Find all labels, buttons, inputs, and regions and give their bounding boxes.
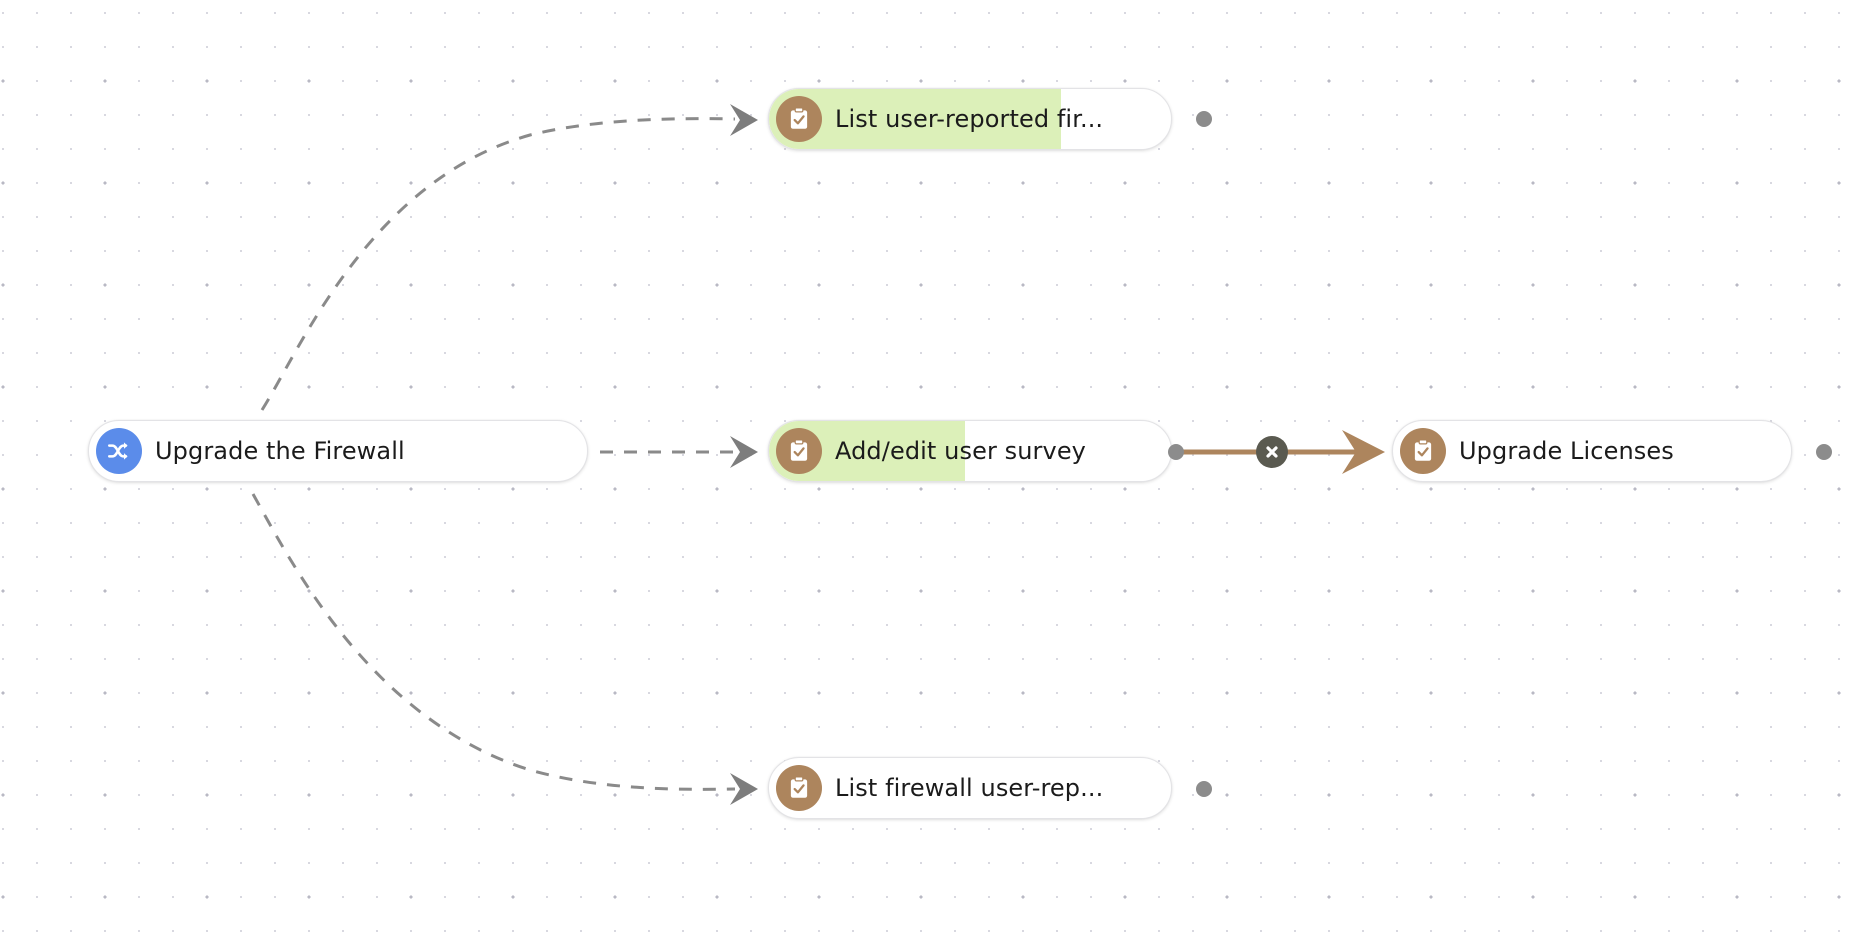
edge-add-edit-survey-to-upgrade-licenses-arrowhead (1342, 430, 1385, 474)
edge-firewall-to-list-firewall-user-rep-arrowhead (730, 773, 758, 805)
clipboard-check-icon (776, 96, 822, 142)
node-add-edit-user-survey[interactable]: Add/edit user survey (768, 420, 1172, 482)
node-label: List user-reported fir... (835, 105, 1104, 133)
clipboard-check-icon (1400, 428, 1446, 474)
node-list-firewall-user-rep[interactable]: List firewall user-rep... (768, 757, 1172, 819)
edge-firewall-to-list-user-reported-arrowhead (730, 104, 758, 136)
node-label: Upgrade the Firewall (155, 437, 405, 465)
node-label: List firewall user-rep... (835, 774, 1104, 802)
output-handle[interactable] (1168, 444, 1184, 460)
edge-delete-button[interactable] (1256, 436, 1288, 468)
node-upgrade-the-firewall[interactable]: Upgrade the Firewall (88, 420, 588, 482)
output-handle[interactable] (1196, 111, 1212, 127)
output-handle[interactable] (1816, 444, 1832, 460)
edge-firewall-to-list-user-reported[interactable] (260, 117, 736, 411)
node-list-user-reported-fir[interactable]: List user-reported fir... (768, 88, 1172, 150)
node-label: Upgrade Licenses (1459, 437, 1674, 465)
node-upgrade-licenses[interactable]: Upgrade Licenses (1392, 420, 1792, 482)
output-handle[interactable] (1196, 781, 1212, 797)
edge-firewall-to-add-edit-survey-arrowhead (730, 436, 758, 468)
node-label: Add/edit user survey (835, 437, 1086, 465)
clipboard-check-icon (776, 765, 822, 811)
edge-firewall-to-list-firewall-user-rep[interactable] (251, 493, 736, 791)
clipboard-check-icon (776, 428, 822, 474)
shuffle-icon (96, 428, 142, 474)
